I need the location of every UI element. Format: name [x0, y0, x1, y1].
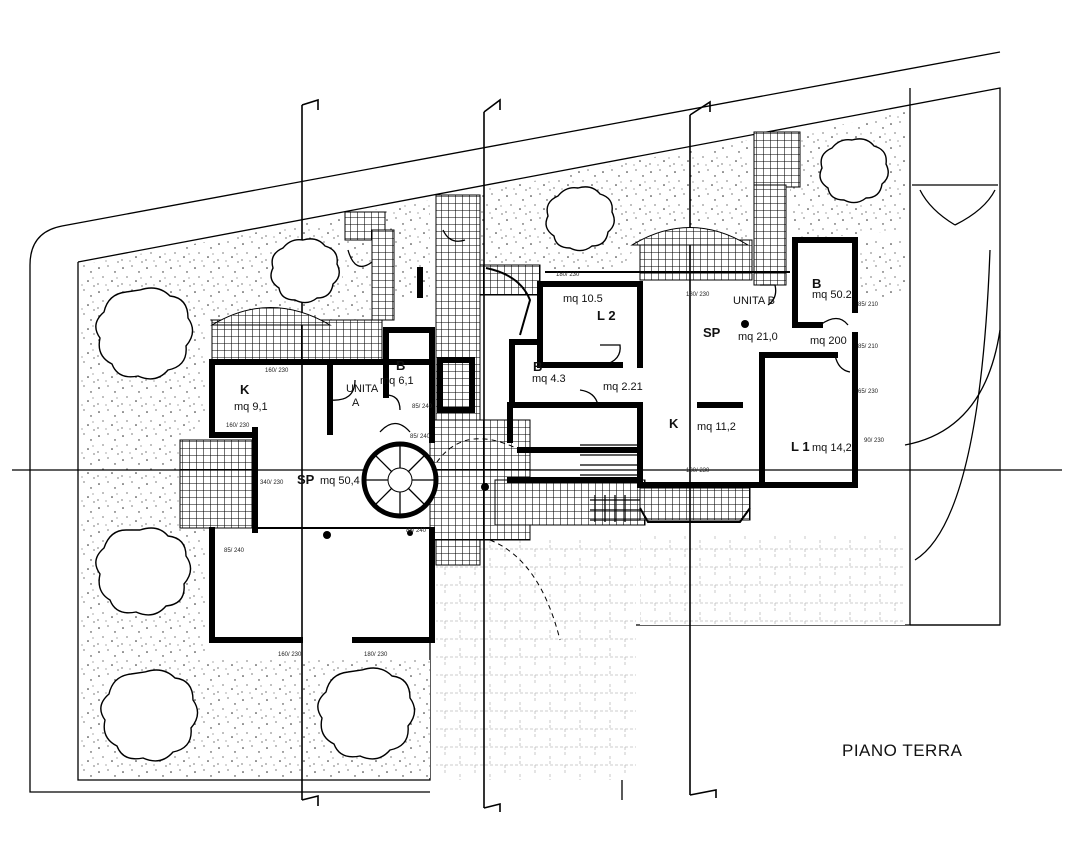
room-code-bath-small: B [533, 359, 542, 374]
dimension-label: 85/ 240 [412, 404, 433, 410]
room-code-kitchen-a: K [240, 382, 250, 397]
room-code-living-a: SP [297, 472, 315, 487]
dimension-label: 90/ 230 [864, 438, 885, 444]
column-marker [481, 483, 489, 491]
dimension-label: 160/ 230 [265, 368, 289, 374]
paved-drive [640, 535, 905, 625]
room-area-bedroom-2: mq 10.5 [563, 293, 603, 305]
room-area-bedroom-1: mq 14,2 [812, 442, 852, 454]
dimension-label: 85/ 210 [858, 302, 879, 308]
room-area-bath-small: mq 4.3 [532, 373, 566, 385]
room-sub-unit-a: A [352, 397, 360, 409]
dimension-label: 65/ 230 [858, 389, 879, 395]
dimension-label: 180/ 230 [364, 652, 388, 658]
tiled-areas [179, 131, 801, 566]
drawing-title: PIANO TERRA [842, 741, 963, 760]
room-area-hall-small: mq 2.21 [603, 381, 643, 393]
room-code-bedroom-2: L 2 [597, 308, 616, 323]
dimension-label: 180/ 230 [686, 468, 710, 474]
dimension-label: 85/ 240 [406, 528, 427, 534]
balcony-arcs [210, 227, 751, 641]
room-area-living-a: mq 50,4 [320, 475, 360, 487]
dimension-label: 85/ 210 [858, 344, 879, 350]
paved-courtyard [436, 540, 636, 780]
room-code-unit-a: UNITA [346, 383, 379, 395]
room-code-bath-b: B [812, 276, 821, 291]
stairs [361, 441, 640, 522]
doors [329, 184, 1001, 561]
room-code-unit-b: UNITA B [733, 295, 775, 307]
dimension-label: 180/ 230 [556, 272, 580, 278]
room-area-hall-b: mq 200 [810, 335, 847, 347]
room-area-living-b: mq 21,0 [738, 331, 778, 343]
dimension-label: 85/ 240 [410, 434, 431, 440]
room-area-bath-b: mq 50.2 [812, 289, 852, 301]
dimension-labels: 180/ 230 180/ 230 160/ 230 340/ 230 160/… [224, 272, 885, 658]
column-marker [323, 531, 331, 539]
trees [95, 138, 889, 762]
dimension-label: 85/ 240 [224, 548, 245, 554]
dimension-label: 180/ 230 [686, 292, 710, 298]
room-code-living-b: SP [703, 325, 721, 340]
room-code-bath-a: B [396, 358, 405, 373]
room-code-bedroom-1: L 1 [791, 439, 810, 454]
room-area-bath-a: mq 6,1 [380, 375, 414, 387]
column-marker [407, 530, 413, 536]
column-marker [741, 320, 749, 328]
room-labels: K mq 9,1 B mq 6,1 UNITA A SP mq 50,4 L 2… [234, 276, 852, 487]
dimension-label: 160/ 230 [278, 652, 302, 658]
dimension-label: 340/ 230 [260, 480, 284, 486]
room-area-kitchen-b: mq 11,2 [697, 421, 736, 433]
room-code-kitchen-b: K [669, 416, 679, 431]
walls-unit-a [209, 267, 475, 643]
room-area-kitchen-a: mq 9,1 [234, 401, 268, 413]
dimension-label: 160/ 230 [226, 423, 250, 429]
